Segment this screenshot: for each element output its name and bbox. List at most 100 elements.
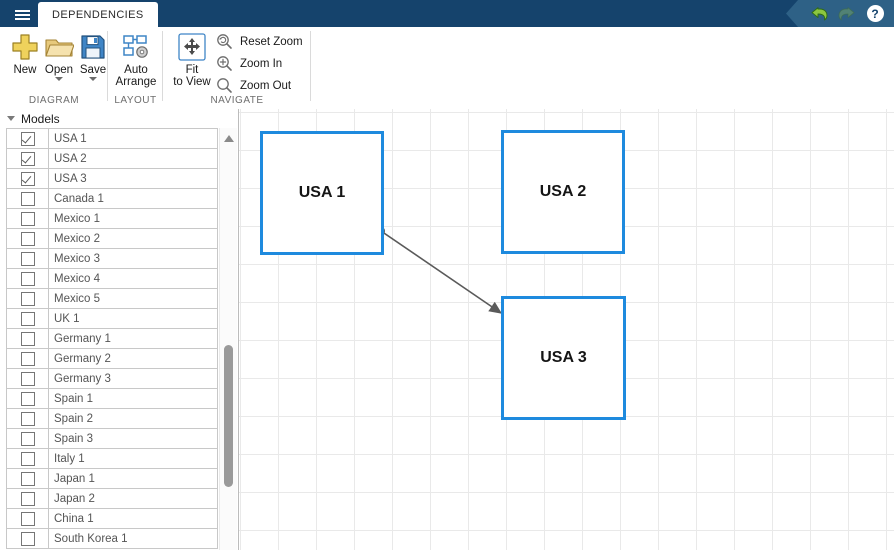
models-table-row[interactable]: Mexico 1 — [6, 208, 218, 229]
models-table-row[interactable]: Japan 1 — [6, 468, 218, 489]
row-label-cell[interactable]: UK 1 — [48, 308, 218, 329]
checkbox-unchecked-icon[interactable] — [20, 471, 35, 486]
row-label-cell[interactable]: Italy 1 — [48, 448, 218, 469]
row-checkbox-cell[interactable] — [6, 268, 49, 289]
zoom-in-button[interactable]: Zoom In — [214, 53, 282, 74]
checkbox-unchecked-icon[interactable] — [20, 331, 35, 346]
checkbox-unchecked-icon[interactable] — [20, 531, 35, 546]
dependency-graph-canvas[interactable]: USA 1 USA 2 USA 3 — [239, 109, 894, 550]
models-table-row[interactable]: USA 3 — [6, 168, 218, 189]
checkbox-unchecked-icon[interactable] — [20, 231, 35, 246]
checkbox-unchecked-icon[interactable] — [20, 211, 35, 226]
hamburger-menu-icon[interactable] — [8, 3, 36, 25]
row-label-cell[interactable]: Mexico 3 — [48, 248, 218, 269]
row-label-cell[interactable]: USA 2 — [48, 148, 218, 169]
checkbox-unchecked-icon[interactable] — [20, 351, 35, 366]
row-checkbox-cell[interactable] — [6, 388, 49, 409]
models-table-row[interactable]: Spain 2 — [6, 408, 218, 429]
row-label-cell[interactable]: Mexico 5 — [48, 288, 218, 309]
models-table-row[interactable]: South Korea 1 — [6, 528, 218, 549]
row-label-cell[interactable]: Germany 3 — [48, 368, 218, 389]
checkbox-checked-icon[interactable] — [20, 171, 35, 186]
models-list-scrollbar[interactable] — [219, 128, 237, 550]
row-checkbox-cell[interactable] — [6, 228, 49, 249]
row-checkbox-cell[interactable] — [6, 448, 49, 469]
checkbox-unchecked-icon[interactable] — [20, 391, 35, 406]
checkbox-unchecked-icon[interactable] — [20, 491, 35, 506]
row-checkbox-cell[interactable] — [6, 328, 49, 349]
row-checkbox-cell[interactable] — [6, 308, 49, 329]
row-label-cell[interactable]: USA 3 — [48, 168, 218, 189]
row-checkbox-cell[interactable] — [6, 128, 49, 149]
row-checkbox-cell[interactable] — [6, 168, 49, 189]
row-label-cell[interactable]: Spain 1 — [48, 388, 218, 409]
row-label-cell[interactable]: Spain 2 — [48, 408, 218, 429]
models-table-row[interactable]: Spain 3 — [6, 428, 218, 449]
undo-button[interactable] — [806, 2, 832, 26]
graph-edge-usa1-to-usa3[interactable] — [380, 230, 503, 314]
save-dropdown-caret-icon[interactable] — [89, 77, 97, 81]
row-label-cell[interactable]: South Korea 1 — [48, 528, 218, 549]
collapse-triangle-icon[interactable] — [7, 116, 15, 121]
redo-button[interactable] — [834, 2, 860, 26]
models-table-row[interactable]: UK 1 — [6, 308, 218, 329]
open-button[interactable]: Open — [36, 30, 82, 81]
graph-node-usa1[interactable]: USA 1 — [260, 131, 384, 255]
scrollbar-thumb[interactable] — [224, 345, 233, 487]
checkbox-unchecked-icon[interactable] — [20, 431, 35, 446]
row-checkbox-cell[interactable] — [6, 528, 49, 549]
checkbox-unchecked-icon[interactable] — [20, 191, 35, 206]
checkbox-unchecked-icon[interactable] — [20, 271, 35, 286]
checkbox-unchecked-icon[interactable] — [20, 291, 35, 306]
row-checkbox-cell[interactable] — [6, 488, 49, 509]
models-table-row[interactable]: Spain 1 — [6, 388, 218, 409]
models-table-row[interactable]: Mexico 5 — [6, 288, 218, 309]
checkbox-unchecked-icon[interactable] — [20, 311, 35, 326]
models-table-row[interactable]: USA 1 — [6, 128, 218, 149]
models-table-row[interactable]: Italy 1 — [6, 448, 218, 469]
row-label-cell[interactable]: Mexico 2 — [48, 228, 218, 249]
row-label-cell[interactable]: Canada 1 — [48, 188, 218, 209]
graph-node-usa3[interactable]: USA 3 — [501, 296, 626, 420]
row-checkbox-cell[interactable] — [6, 248, 49, 269]
save-button[interactable]: Save — [70, 30, 116, 81]
row-checkbox-cell[interactable] — [6, 408, 49, 429]
row-checkbox-cell[interactable] — [6, 208, 49, 229]
row-checkbox-cell[interactable] — [6, 348, 49, 369]
row-checkbox-cell[interactable] — [6, 288, 49, 309]
models-table-row[interactable]: China 1 — [6, 508, 218, 529]
new-button[interactable]: New — [2, 30, 48, 76]
models-table-row[interactable]: USA 2 — [6, 148, 218, 169]
checkbox-unchecked-icon[interactable] — [20, 451, 35, 466]
models-table-row[interactable]: Germany 1 — [6, 328, 218, 349]
tab-dependencies[interactable]: DEPENDENCIES — [38, 2, 158, 27]
scroll-up-arrow-icon[interactable] — [224, 135, 234, 142]
checkbox-unchecked-icon[interactable] — [20, 411, 35, 426]
checkbox-checked-icon[interactable] — [20, 131, 35, 146]
graph-node-usa2[interactable]: USA 2 — [501, 130, 625, 254]
checkbox-unchecked-icon[interactable] — [20, 251, 35, 266]
fit-to-view-button[interactable]: Fit to View — [163, 30, 221, 88]
row-label-cell[interactable]: Japan 1 — [48, 468, 218, 489]
checkbox-unchecked-icon[interactable] — [20, 371, 35, 386]
row-checkbox-cell[interactable] — [6, 368, 49, 389]
models-table-row[interactable]: Germany 3 — [6, 368, 218, 389]
checkbox-checked-icon[interactable] — [20, 151, 35, 166]
reset-zoom-button[interactable]: Reset Zoom — [214, 31, 303, 52]
zoom-out-button[interactable]: Zoom Out — [214, 75, 291, 96]
models-table-row[interactable]: Japan 2 — [6, 488, 218, 509]
row-label-cell[interactable]: China 1 — [48, 508, 218, 529]
auto-arrange-button[interactable]: Auto Arrange — [107, 30, 165, 88]
row-checkbox-cell[interactable] — [6, 508, 49, 529]
row-label-cell[interactable]: Mexico 4 — [48, 268, 218, 289]
checkbox-unchecked-icon[interactable] — [20, 511, 35, 526]
models-table-row[interactable]: Mexico 2 — [6, 228, 218, 249]
row-checkbox-cell[interactable] — [6, 148, 49, 169]
row-label-cell[interactable]: Japan 2 — [48, 488, 218, 509]
row-label-cell[interactable]: Mexico 1 — [48, 208, 218, 229]
row-label-cell[interactable]: Spain 3 — [48, 428, 218, 449]
row-checkbox-cell[interactable] — [6, 428, 49, 449]
row-label-cell[interactable]: Germany 2 — [48, 348, 218, 369]
row-label-cell[interactable]: Germany 1 — [48, 328, 218, 349]
models-table-row[interactable]: Mexico 4 — [6, 268, 218, 289]
